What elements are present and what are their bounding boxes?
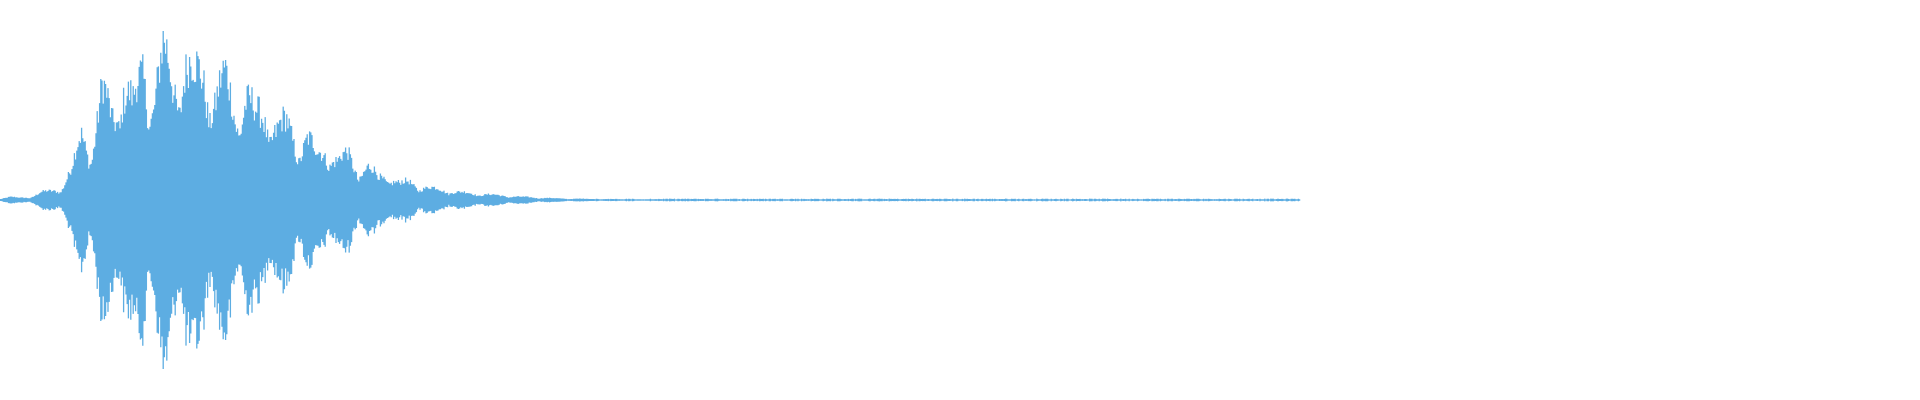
waveform-bars: [0, 31, 1301, 369]
